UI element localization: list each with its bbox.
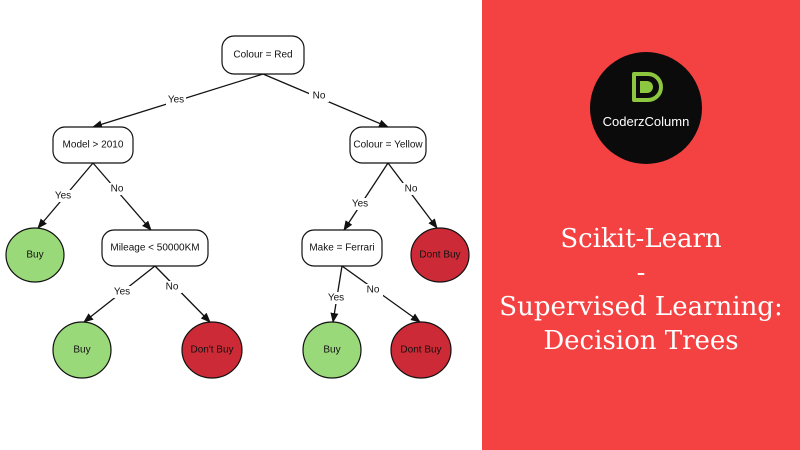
decision-node-model: [52, 126, 134, 164]
edge-label-background: [112, 286, 132, 298]
banner-title: Scikit-Learn - Supervised Learning: Deci…: [482, 222, 800, 358]
title-line: Decision Trees: [543, 326, 739, 356]
node-label-ferrari: Make = Ferrari: [309, 243, 374, 254]
buy-leaf-buy3: [302, 321, 362, 379]
edge-label-background: [107, 183, 127, 195]
edge-label-yes: Yes: [55, 191, 71, 202]
edge-label-yes: Yes: [352, 199, 368, 210]
edge-label-yes: Yes: [114, 287, 130, 298]
title-line: Scikit-Learn: [560, 224, 722, 254]
tree-edge-yellow-dontbuy1: [387, 162, 438, 229]
dont-buy-leaf-dontbuy3: [390, 321, 452, 379]
buy-leaf-buy2: [52, 321, 112, 379]
edge-label-no: No: [405, 184, 418, 195]
decision-node-root: [221, 35, 305, 75]
edge-label-background: [350, 198, 370, 210]
edge-label-no: No: [111, 184, 124, 195]
edge-label-background: [401, 183, 421, 195]
dont-buy-leaf-dontbuy1: [410, 227, 470, 283]
node-label-dontbuy3: Dont Buy: [400, 345, 441, 356]
decision-node-yellow: [349, 126, 427, 164]
node-label-buy1: Buy: [26, 250, 43, 261]
node-label-dontbuy2: Don't Buy: [190, 345, 233, 356]
edge-label-no: No: [367, 285, 380, 296]
node-label-yellow: Colour = Yellow: [353, 140, 423, 151]
edge-label-no: No: [166, 282, 179, 293]
tree-edge-mileage-dontbuy2: [154, 265, 211, 323]
edge-label-background: [326, 292, 346, 304]
leaf-logo-icon: [632, 72, 663, 102]
edge-label-background: [363, 284, 383, 296]
edge-label-background: [166, 94, 186, 106]
node-label-mileage: Mileage < 50000KM: [110, 243, 199, 254]
node-label-model: Model > 2010: [63, 140, 124, 151]
title-line: Supervised Learning:: [499, 292, 783, 322]
node-label-buy2: Buy: [73, 345, 90, 356]
decision-node-mileage: [101, 229, 209, 267]
edge-label-background: [162, 281, 182, 293]
buy-leaf-buy1: [5, 227, 65, 283]
node-label-root: Colour = Red: [233, 50, 292, 61]
tree-edge-yellow-ferrari: [343, 162, 389, 231]
decision-node-ferrari: [301, 229, 383, 267]
edge-label-background: [53, 190, 73, 202]
edge-label-yes: Yes: [328, 293, 344, 304]
logo-text: CoderzColumn: [602, 114, 690, 129]
tree-edge-model-mileage: [92, 162, 152, 231]
logo-badge: CoderzColumn: [590, 52, 702, 164]
dont-buy-leaf-dontbuy2: [181, 321, 243, 379]
edge-label-yes: Yes: [168, 95, 184, 106]
title-line: -: [636, 258, 646, 288]
node-label-buy3: Buy: [323, 345, 340, 356]
title-banner: CoderzColumn Scikit-Learn - Supervised L…: [482, 0, 800, 450]
edge-label-no: No: [313, 91, 326, 102]
node-label-dontbuy1: Dont Buy: [419, 250, 460, 261]
edge-label-background: [309, 90, 329, 102]
